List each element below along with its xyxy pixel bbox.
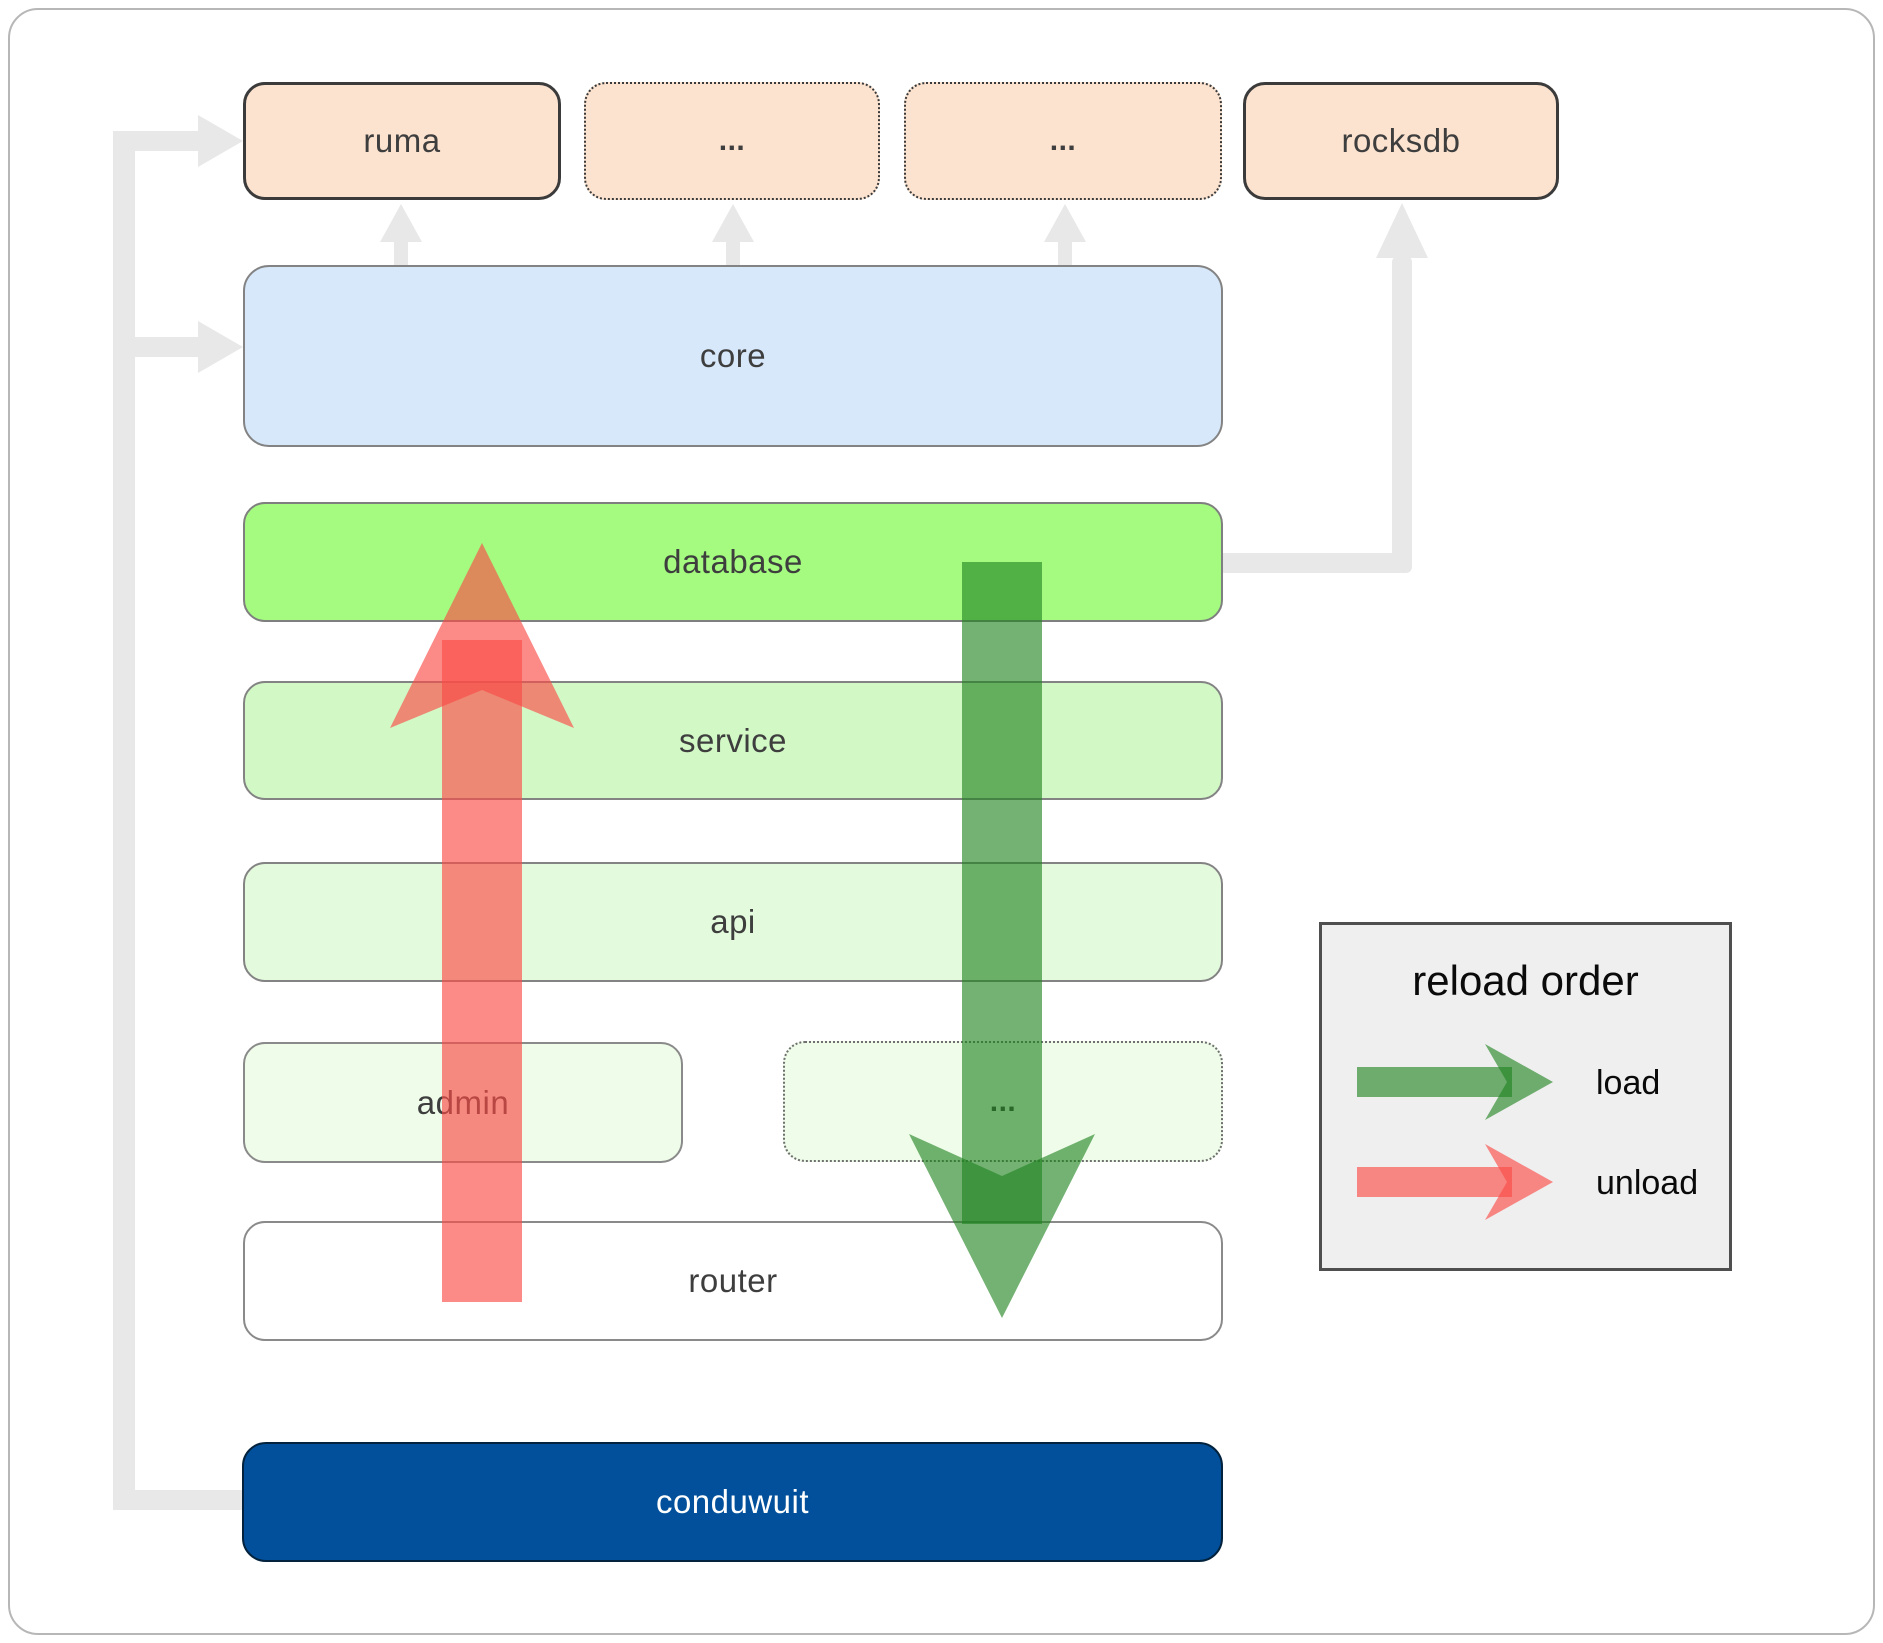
box-service-label: service [678,721,788,759]
box-admin-label: admin [416,1083,510,1121]
box-database: database [243,502,1223,622]
box-api-label: api [710,903,756,940]
diagram-outer-frame [8,8,1875,1635]
box-ellipsis-1-label: ... [718,124,746,157]
box-rocksdb-label: rocksdb [1341,122,1461,159]
box-conduwuit-label: conduwuit [655,1483,810,1520]
box-router-label: router [688,1262,778,1299]
box-rocksdb: rocksdb [1243,82,1559,200]
box-conduwuit: conduwuit [242,1442,1223,1562]
legend-load-label: load [1596,1064,1661,1102]
box-ellipsis-1: ... [584,82,880,200]
legend-unload-label: unload [1596,1164,1699,1202]
box-core: core [243,265,1223,447]
legend: reload order load unload [1319,922,1732,1271]
legend-title: reload order [1412,957,1639,1004]
box-ruma-label: ruma [363,122,441,159]
box-ellipsis-2: ... [904,82,1222,200]
box-router: router [243,1221,1223,1341]
box-ellipsis-3: ... [783,1041,1223,1162]
box-api: api [243,862,1223,982]
box-database-label: database [663,543,803,580]
box-ruma: ruma [243,82,561,200]
box-core-label: core [699,337,767,374]
box-ellipsis-2-label: ... [1049,124,1077,157]
box-admin: admin [243,1042,683,1163]
box-service: service [243,681,1223,800]
box-ellipsis-3-label: ... [989,1084,1017,1118]
